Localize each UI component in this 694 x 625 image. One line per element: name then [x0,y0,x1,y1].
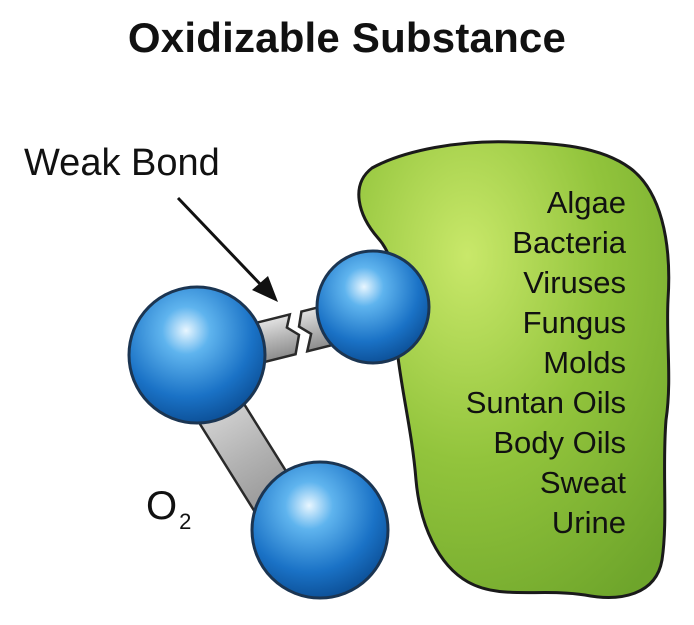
list-item: Fungus [522,305,626,340]
molecule-label: O2 [146,484,191,535]
molecule-symbol: O [146,484,178,528]
page-title: Oxidizable Substance [127,14,567,61]
weak-bond-label: Weak Bond [24,142,220,184]
molecule-subscript: 2 [179,509,192,534]
list-item: Viruses [523,265,626,300]
atom-left [127,285,267,425]
atom-right [315,249,431,365]
list-item: Suntan Oils [465,385,626,420]
list-item: Body Oils [493,425,626,460]
atom-bottom [250,460,390,600]
substance-list: Algae Bacteria Viruses Fungus Molds Sunt… [420,183,626,543]
weak-bond-arrow [176,196,278,302]
list-item: Sweat [539,465,626,500]
list-item: Urine [551,505,626,540]
list-item: Algae [546,185,626,220]
list-item: Molds [543,345,626,380]
list-item: Bacteria [512,225,626,260]
